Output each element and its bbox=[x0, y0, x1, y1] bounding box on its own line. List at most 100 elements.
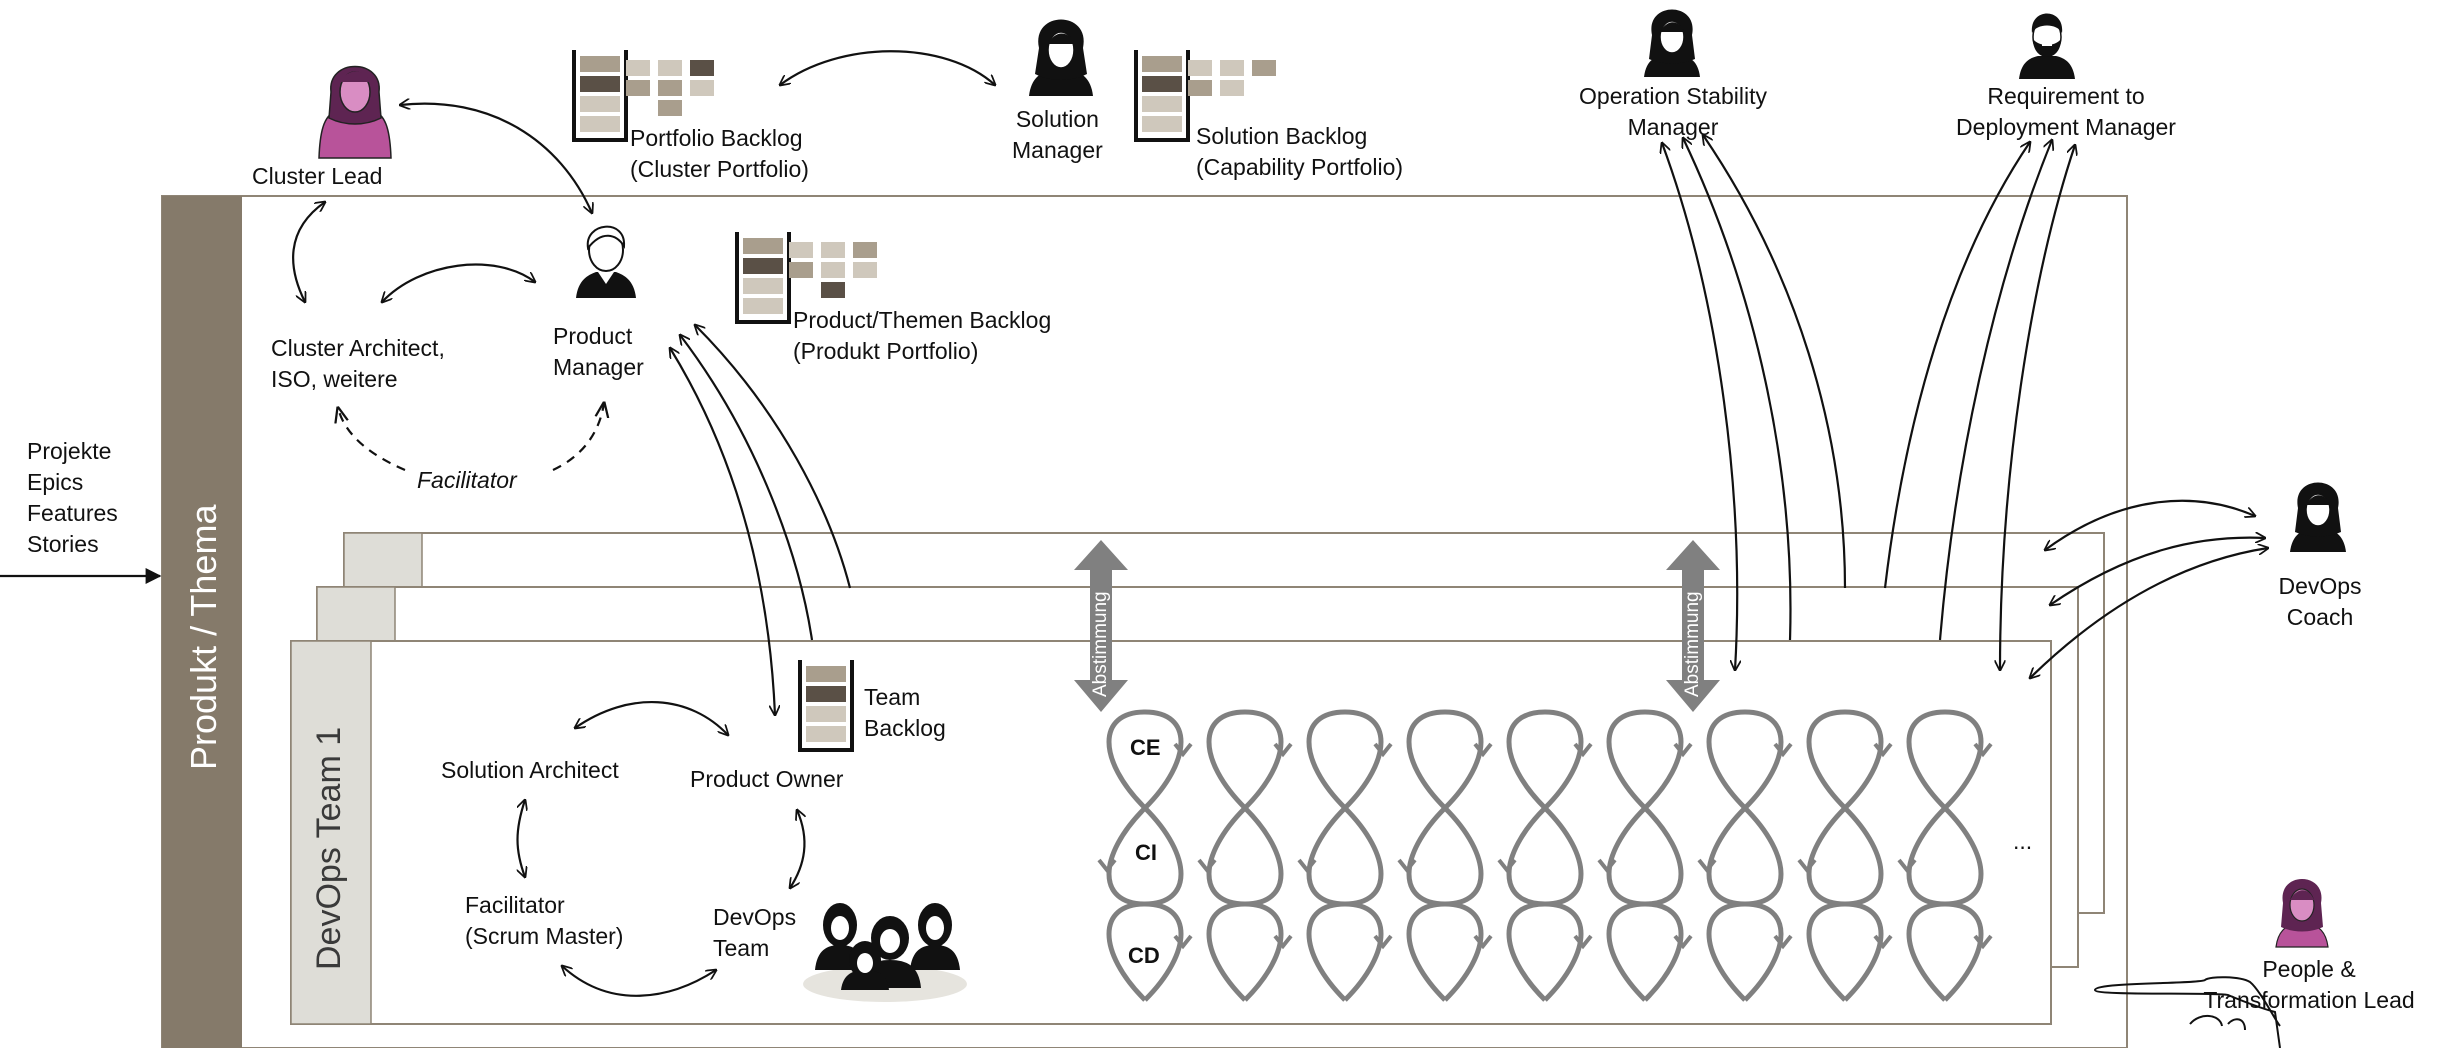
abstimmung-label-left: Abstimmung bbox=[1090, 591, 1111, 697]
devops-loop-strand bbox=[1306, 709, 1384, 1002]
devops-loop-strand bbox=[1706, 709, 1784, 1002]
pointing-hand-icon bbox=[2093, 976, 2281, 1048]
devops-loop-arrowhead bbox=[1797, 858, 1817, 874]
arrow-clusterlead-architect bbox=[292, 202, 325, 302]
facilitator-team-label: Facilitator (Scrum Master) bbox=[465, 892, 624, 949]
female-person-icon bbox=[2290, 482, 2346, 552]
facilitator-top-label: Facilitator bbox=[417, 467, 517, 493]
input-list: Projekte Epics Features Stories bbox=[27, 436, 118, 560]
devops-loop-arrowhead bbox=[1197, 858, 1217, 874]
male-person-icon bbox=[576, 225, 636, 298]
arrow-po-team bbox=[790, 810, 804, 888]
devops-loop-arrowhead bbox=[1673, 742, 1693, 758]
arrow-clusterlead-pm bbox=[400, 104, 592, 213]
devops-loop-arrowhead bbox=[1573, 934, 1593, 950]
abstimmung-arrow-left bbox=[1074, 540, 1128, 712]
abstimmung-label-right: Abstimmung bbox=[1682, 591, 1703, 697]
arrow-osm-1 bbox=[1662, 143, 1737, 670]
bearded-person-icon bbox=[2019, 13, 2075, 79]
devops-loop-strand bbox=[1106, 709, 1184, 1002]
devops-loop-strand bbox=[1906, 709, 1984, 1002]
team-group-icon bbox=[803, 903, 967, 1002]
devops-loop-arrowhead bbox=[1273, 934, 1293, 950]
devops-loop-arrowhead bbox=[1873, 934, 1893, 950]
solution-backlog-label: Solution Backlog (Capability Portfolio) bbox=[1196, 123, 1404, 180]
devops-loop-arrowhead bbox=[1897, 858, 1917, 874]
devops-loop-strand bbox=[1206, 709, 1284, 1002]
female-person-pink-icon bbox=[2275, 879, 2329, 948]
arrow-sa-po bbox=[575, 701, 728, 735]
devops-loop-arrowhead bbox=[1773, 742, 1793, 758]
team-frame-3-tab bbox=[343, 532, 423, 588]
devops-loop-arrowhead bbox=[1297, 858, 1317, 874]
osm-label: Operation Stability Manager bbox=[1579, 83, 1767, 140]
devops-loop-strand bbox=[1406, 709, 1484, 1002]
devops-loop-strand bbox=[1806, 709, 1884, 1002]
input-epics: Epics bbox=[27, 469, 84, 495]
devops-loop-strand bbox=[1206, 709, 1284, 1002]
devops-loop-arrowhead bbox=[1973, 934, 1993, 950]
devops-loop-arrowhead bbox=[1597, 858, 1617, 874]
devops-coach-label: DevOps Coach bbox=[2278, 573, 2362, 630]
devops-loop-arrowhead bbox=[1873, 742, 1893, 758]
devops-loop-strand bbox=[1706, 709, 1784, 1002]
devops-loop-arrowhead bbox=[1497, 858, 1517, 874]
backlog-stack-icon bbox=[572, 50, 714, 142]
input-stories: Stories bbox=[27, 531, 99, 557]
devops-loop-arrowhead bbox=[1173, 742, 1193, 758]
solution-manager-label: Solution Manager bbox=[1012, 106, 1103, 163]
devops-loop-arrowhead bbox=[1173, 934, 1193, 950]
loop-label-ce: CE bbox=[1130, 735, 1161, 760]
team-frame-2-tab bbox=[316, 586, 396, 642]
devops-loop-strand bbox=[1506, 709, 1584, 1002]
female-person-icon bbox=[1644, 9, 1700, 77]
devops-loop-arrowhead bbox=[1673, 934, 1693, 950]
devops-loop-arrowhead bbox=[1273, 742, 1293, 758]
solution-architect-label: Solution Architect bbox=[441, 757, 619, 783]
devops-loop-strand bbox=[1506, 709, 1584, 1002]
loop-label-cd: CD bbox=[1128, 943, 1160, 968]
product-band-label: Produkt / Thema bbox=[183, 504, 224, 770]
devops-loop-arrowhead bbox=[1973, 742, 1993, 758]
devops-loop-arrowhead bbox=[1373, 742, 1393, 758]
portfolio-backlog-label: Portfolio Backlog (Cluster Portfolio) bbox=[630, 125, 809, 182]
devops-team-label: DevOps Team bbox=[713, 904, 797, 961]
devops-loop-arrowhead bbox=[1473, 742, 1493, 758]
people-transformation-label: People & Transformation Lead bbox=[2203, 956, 2415, 1013]
arrow-rdm-3 bbox=[2000, 145, 2075, 670]
product-backlog-label: Product/Themen Backlog (Produkt Portfoli… bbox=[793, 307, 1052, 364]
loop-ellipsis: ... bbox=[2013, 828, 2033, 854]
product-band bbox=[162, 196, 242, 1048]
devops-loop-strand bbox=[1606, 709, 1684, 1002]
arrow-architect-pm bbox=[382, 263, 535, 302]
devops-loop-strand bbox=[1106, 709, 1184, 1002]
arrow-facilitator-architect bbox=[338, 408, 406, 472]
devops-loop-strand bbox=[1406, 709, 1484, 1002]
backlog-stack-icon bbox=[1134, 50, 1276, 142]
backlog-stack-icon bbox=[735, 232, 877, 324]
arrow-osm-3 bbox=[1703, 135, 1847, 589]
cluster-architect-label: Cluster Architect, ISO, weitere bbox=[271, 335, 445, 392]
devops-loop-strand bbox=[1806, 709, 1884, 1002]
arrow-pm-po bbox=[670, 348, 775, 715]
arrow-portfolio-solution bbox=[780, 50, 995, 85]
arrow-facilitator-team bbox=[562, 966, 716, 997]
devops-loop-arrowhead bbox=[1697, 858, 1717, 874]
devops-loop-arrowhead bbox=[1573, 742, 1593, 758]
arrow-coach-1 bbox=[2045, 499, 2255, 550]
devops-loop-arrowhead bbox=[1397, 858, 1417, 874]
backlog-stack-icon bbox=[798, 660, 854, 752]
team-backlog-label: Team Backlog bbox=[864, 684, 946, 741]
devops-loop-strand bbox=[1606, 709, 1684, 1002]
arrow-pm-team3 bbox=[695, 325, 852, 589]
devops-loop-strand bbox=[1906, 709, 1984, 1002]
input-features: Features bbox=[27, 500, 118, 526]
rdm-label: Requirement to Deployment Manager bbox=[1956, 83, 2176, 140]
input-projekte: Projekte bbox=[27, 438, 112, 464]
devops-loop-arrowhead bbox=[1373, 934, 1393, 950]
arrow-sa-facilitator bbox=[518, 800, 526, 877]
arrow-pm-team2 bbox=[680, 335, 814, 641]
devops-loop-arrowhead bbox=[1473, 934, 1493, 950]
